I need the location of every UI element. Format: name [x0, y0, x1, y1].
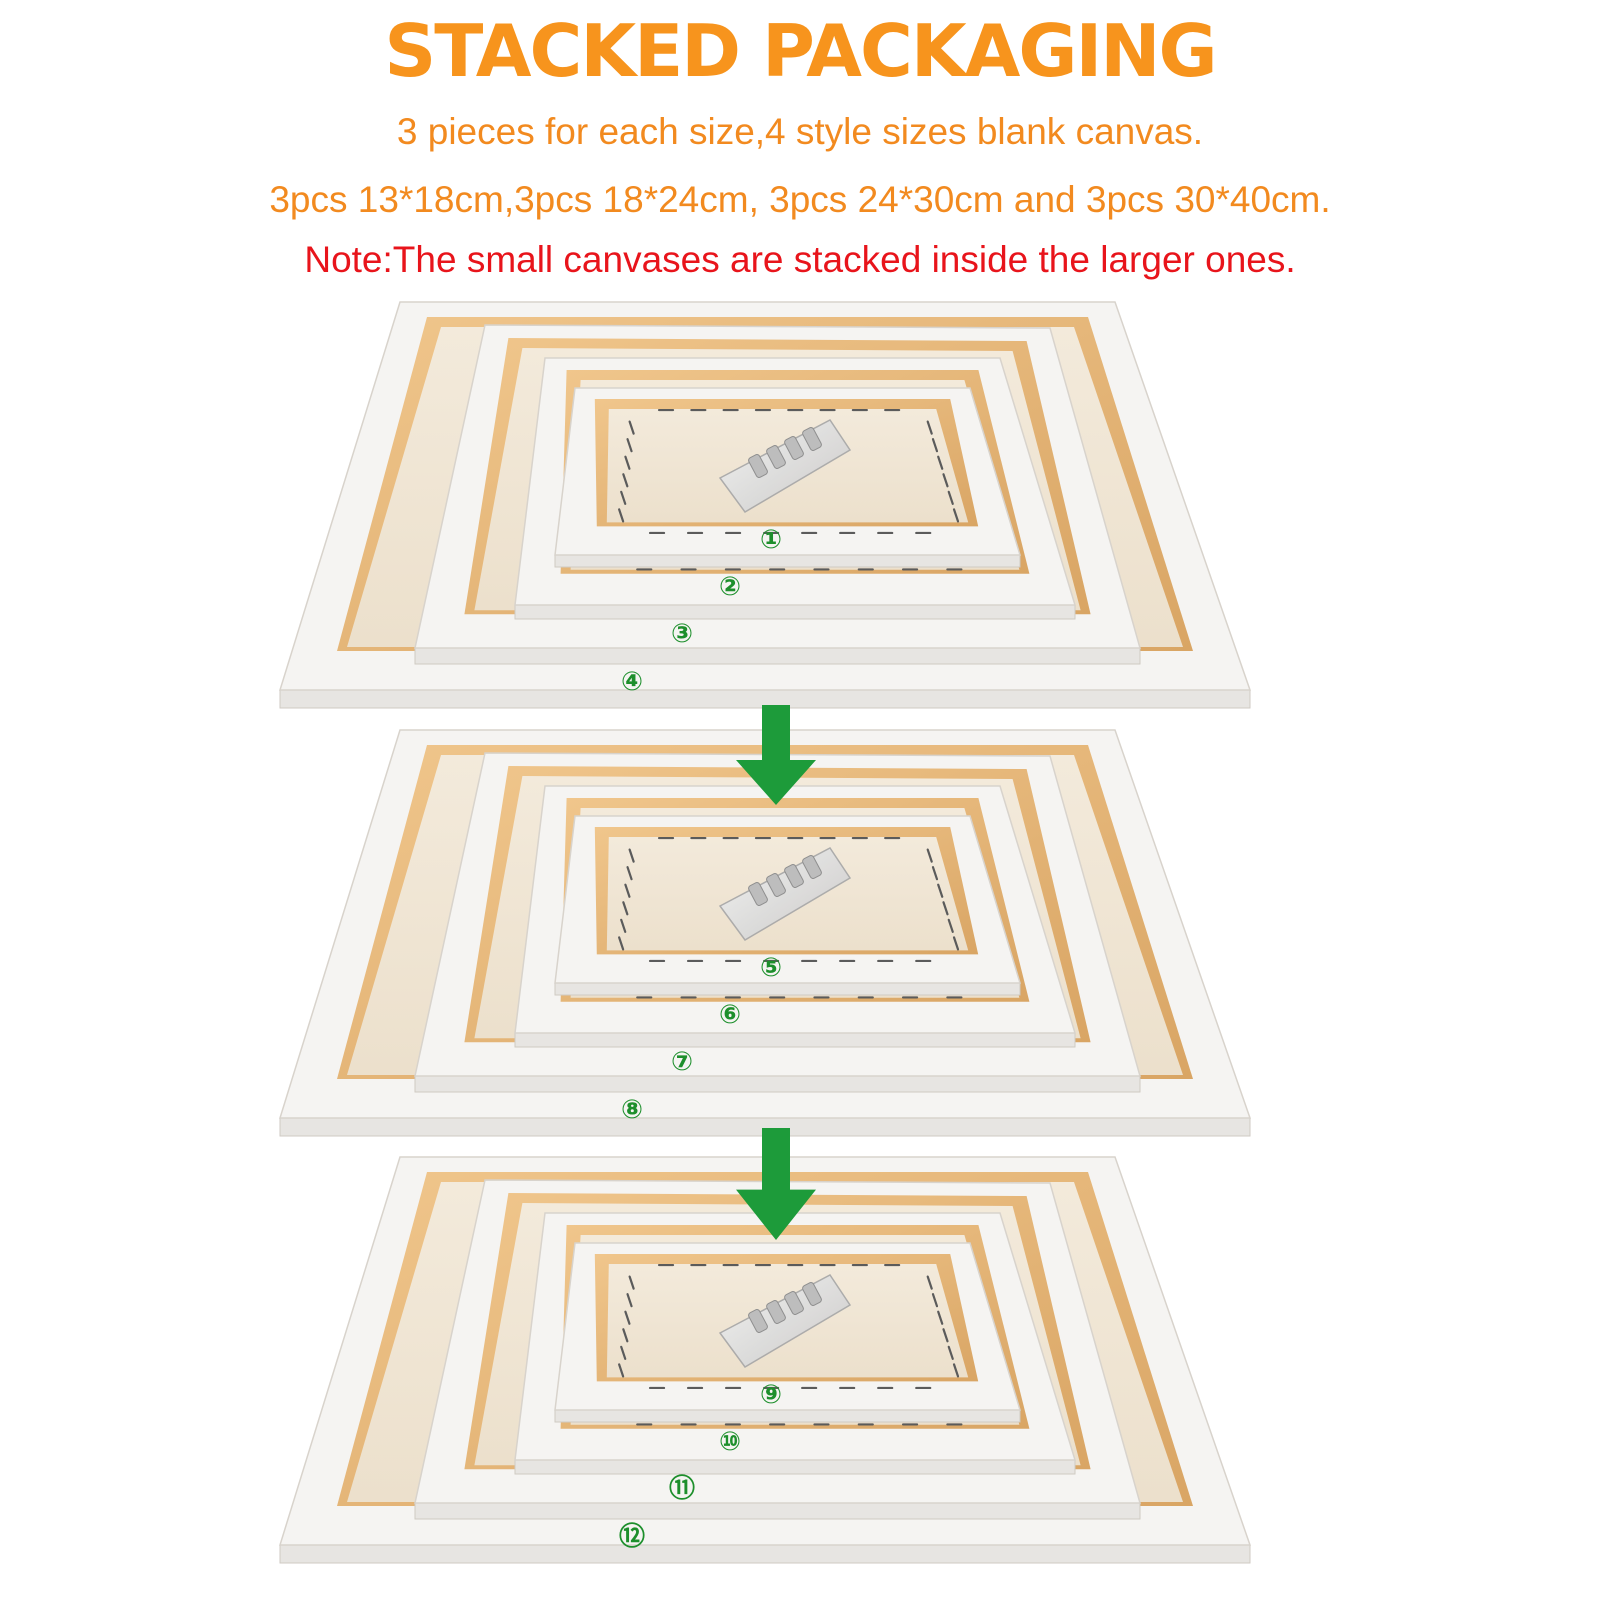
canvas-side-edge: [514, 1032, 1076, 1048]
canvas-side-edge: [554, 1409, 1021, 1423]
canvas-number-label: ④: [621, 667, 643, 697]
staple-mark: [626, 1293, 633, 1308]
staple-mark: [952, 508, 960, 523]
staple-mark: [926, 848, 933, 863]
staple-mark: [626, 438, 633, 453]
staple-mark: [628, 848, 635, 863]
staple-mark: [618, 508, 625, 523]
canvas-side-edge: [279, 1544, 1251, 1564]
staple-mark: [926, 1275, 933, 1290]
staple-mark: [947, 490, 954, 505]
staple-mark: [942, 901, 949, 916]
subtitle-sizes: 3pcs 13*18cm,3pcs 18*24cm, 3pcs 24*30cm …: [269, 179, 1331, 220]
stacking-note: Note:The small canvases are stacked insi…: [304, 239, 1296, 280]
staple-mark: [937, 455, 944, 470]
staple-mark: [622, 473, 629, 488]
canvas-number-label: ⑧: [621, 1095, 643, 1125]
page-title: STACKED PACKAGING: [384, 9, 1217, 93]
staple-mark: [937, 1310, 944, 1325]
staple-mark: [624, 883, 631, 898]
hanging-hardware-bag-icon: [718, 419, 852, 513]
canvas-side-edge: [414, 1075, 1141, 1093]
canvas-number-label: ⑥: [719, 1000, 741, 1030]
canvas-number-label: ⑫: [619, 1521, 645, 1552]
canvas-number-label: ②: [719, 572, 741, 602]
canvas-number-label: ①: [760, 525, 782, 555]
staple-mark: [952, 936, 960, 951]
staple-mark: [624, 1310, 631, 1325]
canvas-number-label: ⑨: [760, 1380, 782, 1410]
staple-mark: [628, 1275, 635, 1290]
staple-mark: [628, 420, 635, 435]
canvas-side-edge: [514, 1459, 1076, 1475]
staple-mark: [624, 455, 631, 470]
staple-mark: [931, 1293, 939, 1308]
staple-mark: [618, 1363, 625, 1378]
canvas-side-edge: [414, 647, 1141, 665]
hanging-hardware-bag-icon: [718, 847, 852, 941]
canvas-side-edge: [514, 604, 1076, 620]
staple-mark: [926, 420, 933, 435]
staple-mark: [626, 866, 633, 881]
staple-mark: [931, 866, 939, 881]
canvas-number-label: ⑤: [760, 953, 782, 983]
canvas-side-edge: [414, 1502, 1141, 1520]
staple-mark: [942, 1328, 949, 1343]
staple-mark: [620, 918, 627, 933]
hanging-hardware-bag-icon: [718, 1274, 852, 1368]
staple-mark: [952, 1363, 960, 1378]
staple-mark: [622, 901, 629, 916]
staple-mark: [622, 1328, 629, 1343]
staple-mark: [931, 438, 939, 453]
staple-mark: [618, 936, 625, 951]
staple-mark: [942, 473, 949, 488]
canvas-number-label: ⑦: [671, 1047, 693, 1077]
staple-mark: [620, 1345, 627, 1360]
down-arrow-icon: [736, 1128, 816, 1240]
staple-mark: [947, 1345, 954, 1360]
canvas-number-label: ⑩: [719, 1427, 741, 1457]
canvas-side-edge: [554, 982, 1021, 996]
staple-mark: [947, 918, 954, 933]
subtitle-pieces: 3 pieces for each size,4 style sizes bla…: [396, 111, 1204, 152]
canvas-number-label: ③: [671, 619, 693, 649]
canvas-side-edge: [554, 554, 1021, 568]
staple-mark: [620, 490, 627, 505]
staple-mark: [937, 883, 944, 898]
down-arrow-icon: [736, 705, 816, 805]
canvas-number-label: ⑪: [669, 1473, 695, 1504]
